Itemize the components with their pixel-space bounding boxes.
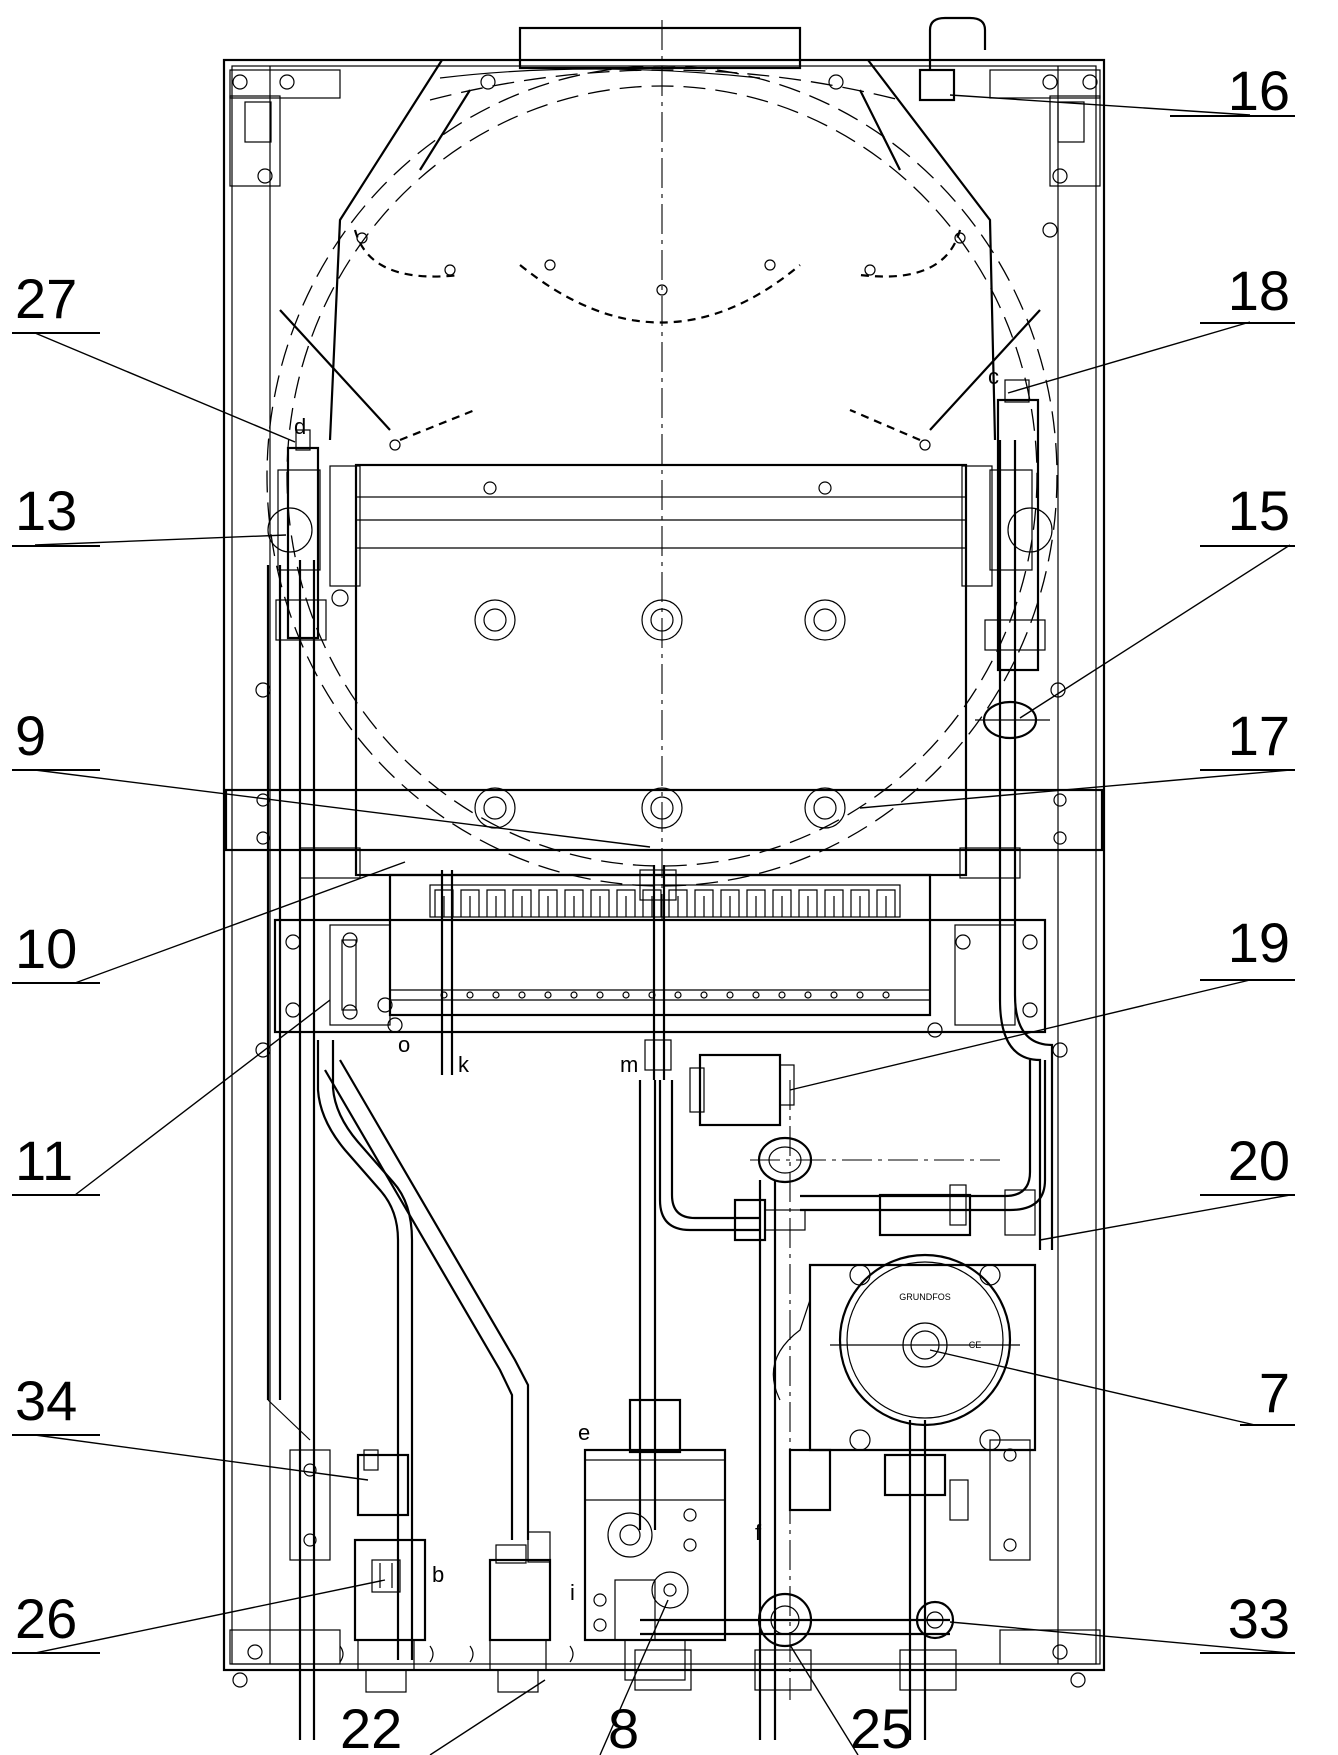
burner-jet xyxy=(622,991,630,999)
callout-18: 18 xyxy=(1228,259,1290,322)
circulation-pump xyxy=(772,1184,1037,1561)
burner-ramp xyxy=(486,889,506,917)
burner-jet xyxy=(882,991,890,999)
burner-ramp xyxy=(798,889,818,917)
leader-lines xyxy=(34,94,1291,1755)
burner-ramp xyxy=(668,889,688,917)
burner-jet xyxy=(518,991,526,999)
burner-jet xyxy=(674,991,682,999)
callout-20: 20 xyxy=(1228,1129,1290,1192)
burner-jet xyxy=(856,991,864,999)
callout-9: 9 xyxy=(15,704,46,767)
burner-ramp xyxy=(772,889,792,917)
burner-ramp xyxy=(590,889,610,917)
burner-jet xyxy=(752,991,760,999)
callout-33: 33 xyxy=(1228,1587,1290,1650)
burner-jet xyxy=(830,991,838,999)
right-components xyxy=(689,16,1050,1648)
burner-ramp xyxy=(460,889,480,917)
burner-ramp xyxy=(564,889,584,917)
connection-letters: d c o k m e f b i xyxy=(294,364,999,1605)
burner-jet xyxy=(596,991,604,999)
burner-ramp xyxy=(720,889,740,917)
burner-ramp xyxy=(512,889,532,917)
burner-jet xyxy=(570,991,578,999)
burner-jet xyxy=(804,991,812,999)
burner-jet xyxy=(466,991,474,999)
callout-34: 34 xyxy=(15,1369,77,1432)
burner-ramp xyxy=(824,889,844,917)
callout-11: 11 xyxy=(15,1129,73,1192)
letter-c: c xyxy=(988,364,999,389)
burner-jet xyxy=(726,991,734,999)
callout-19: 19 xyxy=(1228,911,1290,974)
letter-d: d xyxy=(294,414,306,439)
callout-10: 10 xyxy=(15,917,77,980)
callout-13: 13 xyxy=(15,479,77,542)
piping xyxy=(266,440,1054,1740)
burner xyxy=(273,865,1047,1080)
callout-27: 27 xyxy=(15,267,77,330)
letter-o: o xyxy=(398,1032,410,1057)
burner-ramp xyxy=(616,889,636,917)
heat-exchanger xyxy=(267,463,1053,877)
letter-b: b xyxy=(432,1562,444,1587)
pump-markings: GRUNDFOS CE xyxy=(899,1292,981,1350)
callout-8: 8 xyxy=(608,1697,639,1755)
burner-ramp xyxy=(876,889,896,917)
letter-f: f xyxy=(755,1520,762,1545)
letter-m: m xyxy=(620,1052,638,1077)
burner-jet xyxy=(700,991,708,999)
callout-labels: 16 27 18 13 15 9 17 10 19 11 20 7 34 26 … xyxy=(12,59,1295,1755)
burner-ramp xyxy=(694,889,714,917)
callout-22: 22 xyxy=(340,1697,402,1755)
letter-k: k xyxy=(458,1052,470,1077)
burner-ramp xyxy=(642,889,662,917)
letter-e: e xyxy=(578,1420,590,1445)
burner-ramp xyxy=(538,889,558,917)
letter-i: i xyxy=(570,1580,575,1605)
burner-jet xyxy=(778,991,786,999)
callout-17: 17 xyxy=(1228,704,1290,767)
burner-jet xyxy=(492,991,500,999)
three-way-valve xyxy=(733,1136,1000,1242)
left-components xyxy=(275,429,552,1642)
burner-ramp xyxy=(746,889,766,917)
burner-ramp xyxy=(434,889,454,917)
gas-valve xyxy=(583,1398,727,1681)
pump-brand: GRUNDFOS xyxy=(899,1292,951,1302)
callout-15: 15 xyxy=(1228,479,1290,542)
callout-16: 16 xyxy=(1228,59,1290,122)
fan-assembly xyxy=(266,20,1058,920)
burner-ramp xyxy=(850,889,870,917)
callout-26: 26 xyxy=(15,1587,77,1650)
callout-25: 25 xyxy=(850,1697,912,1755)
callout-7: 7 xyxy=(1259,1361,1290,1424)
pump-ce-mark: CE xyxy=(969,1340,982,1350)
support-beam xyxy=(224,788,1104,879)
burner-jet xyxy=(544,991,552,999)
